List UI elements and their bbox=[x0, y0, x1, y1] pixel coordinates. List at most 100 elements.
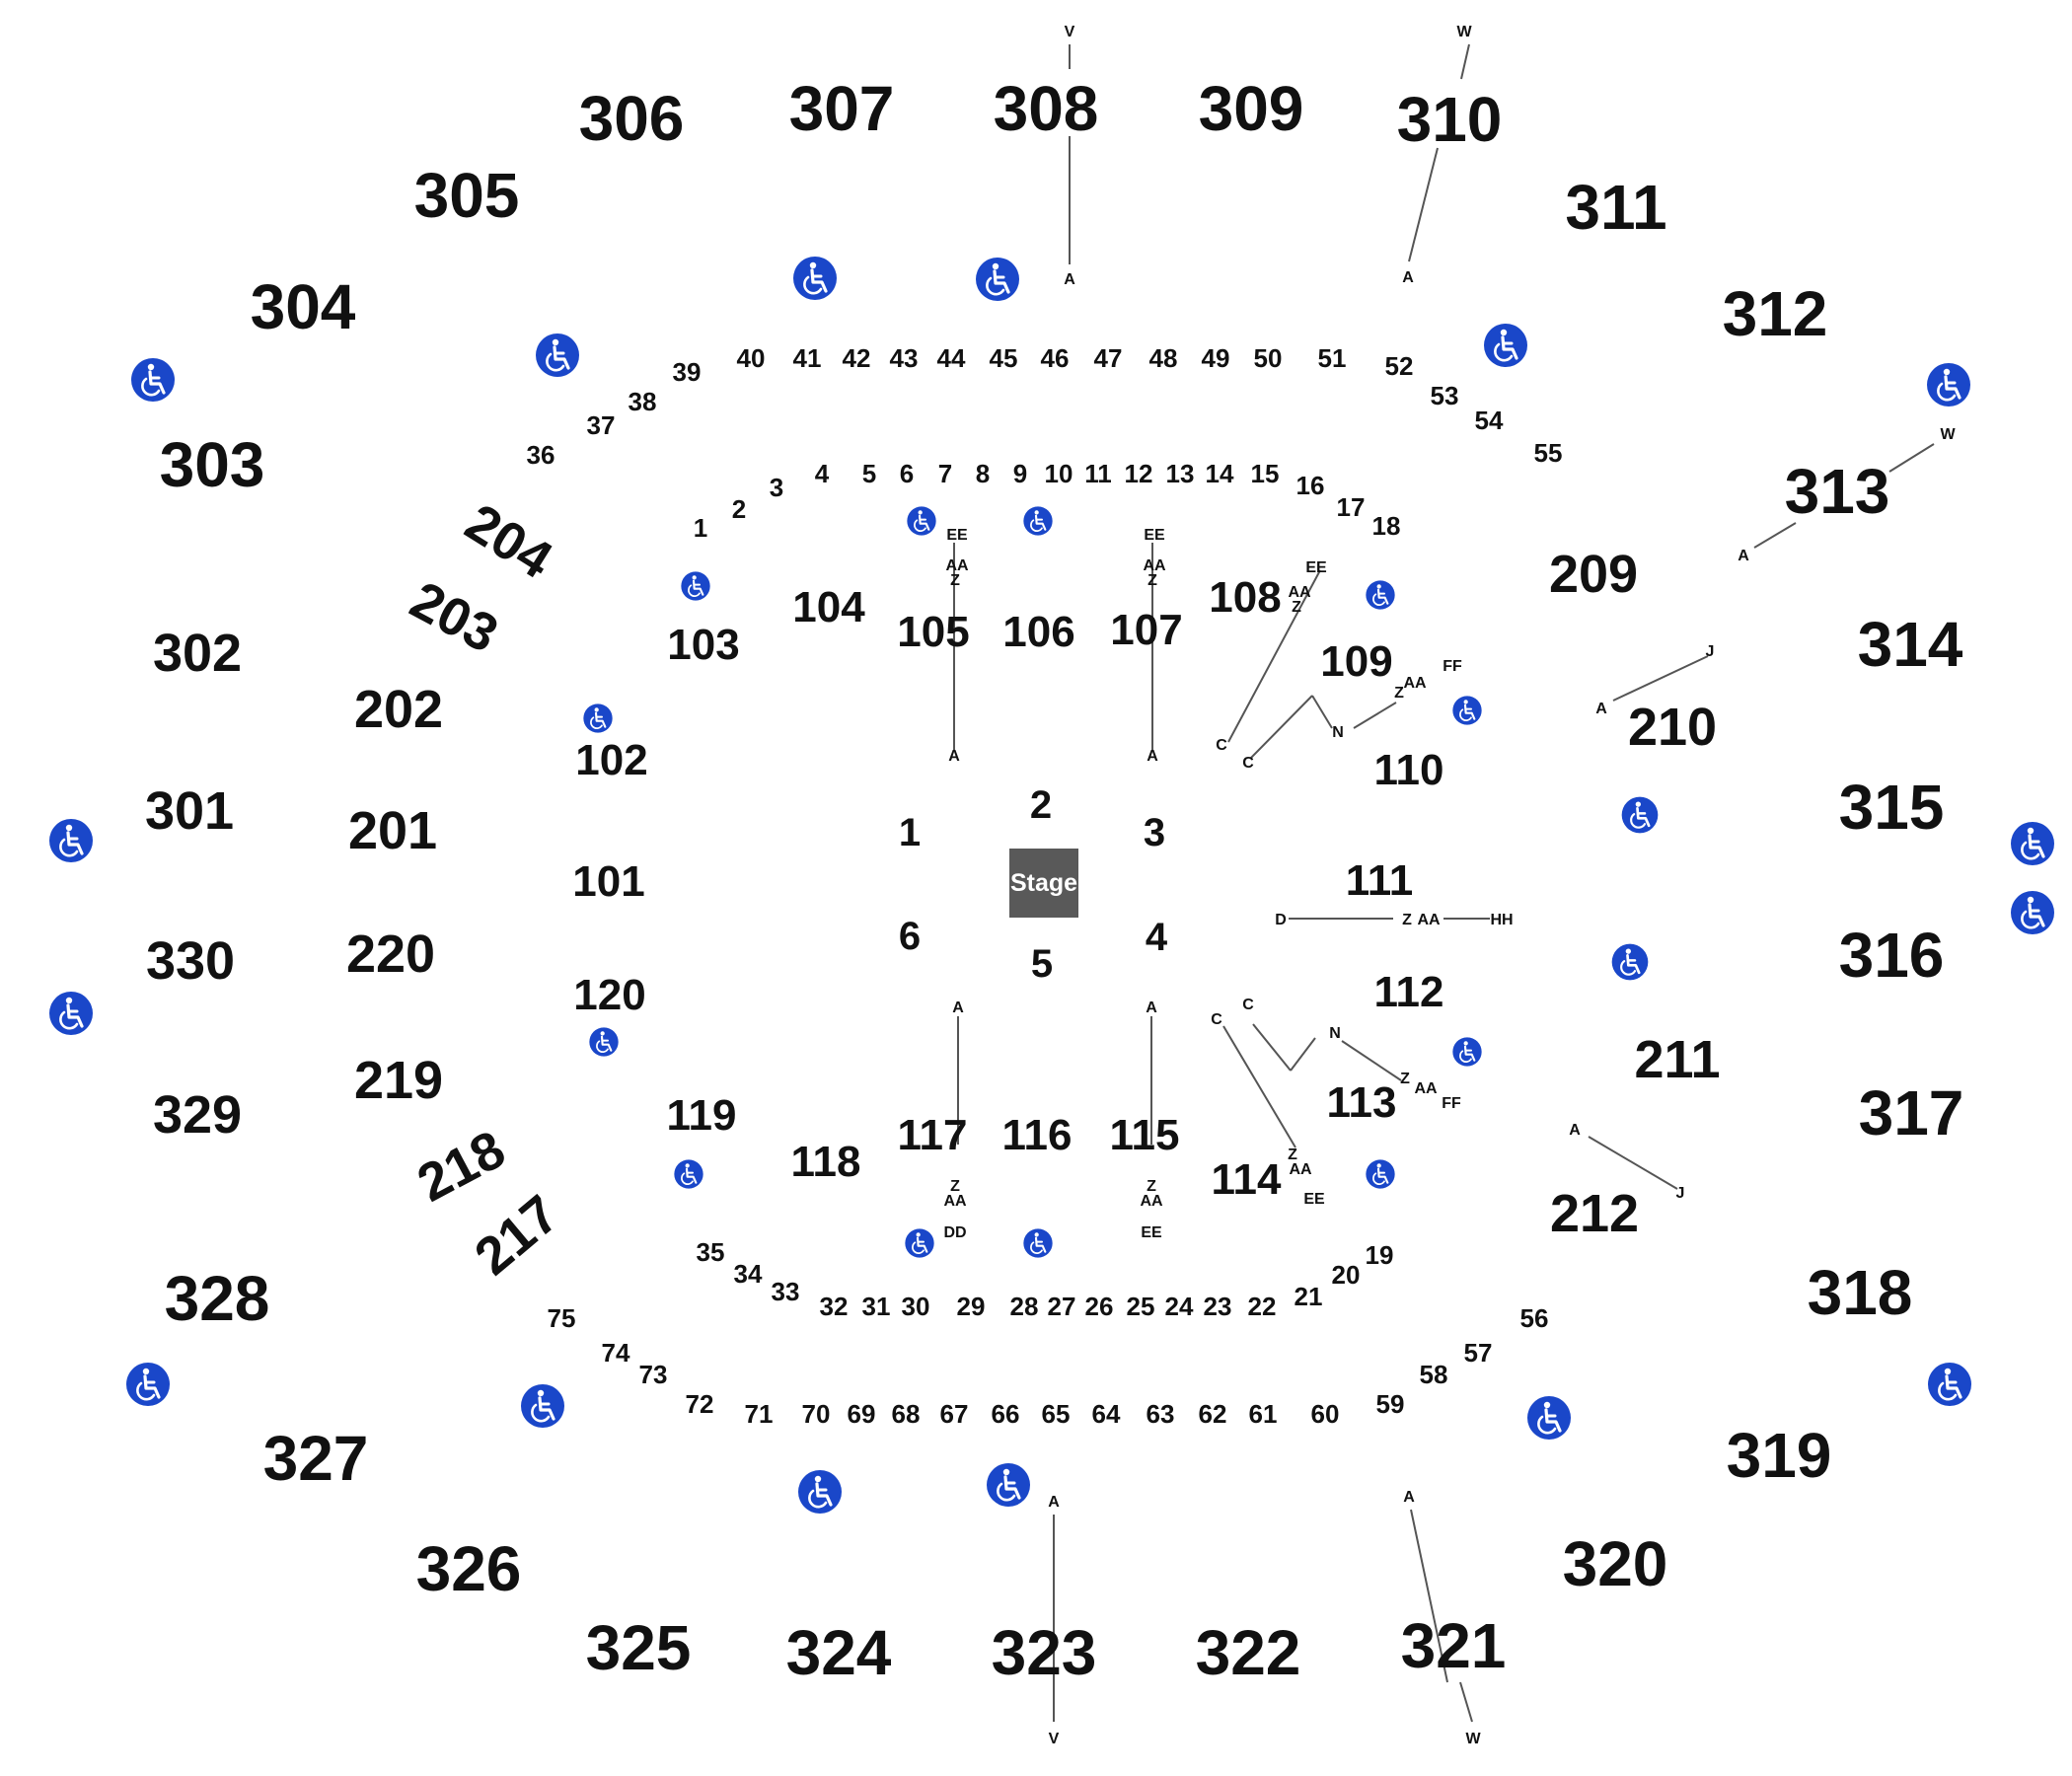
wheelchair-icon[interactable] bbox=[534, 332, 581, 379]
section-112[interactable]: 112 bbox=[1374, 968, 1444, 1016]
section-219[interactable]: 219 bbox=[354, 1051, 443, 1110]
wheelchair-icon[interactable] bbox=[1620, 795, 1660, 835]
section-106[interactable]: 106 bbox=[1002, 608, 1074, 656]
ring-number: 53 bbox=[1431, 381, 1459, 410]
wheelchair-icon[interactable] bbox=[673, 1158, 704, 1190]
section-314[interactable]: 314 bbox=[1858, 609, 1963, 680]
section-109[interactable]: 109 bbox=[1320, 637, 1392, 686]
section-202[interactable]: 202 bbox=[354, 680, 443, 739]
section-211[interactable]: 211 bbox=[1634, 1030, 1720, 1089]
wheelchair-icon[interactable] bbox=[985, 1461, 1032, 1509]
floor-section-6[interactable]: 6 bbox=[899, 915, 921, 958]
section-209[interactable]: 209 bbox=[1549, 545, 1638, 604]
wheelchair-icon[interactable] bbox=[47, 990, 95, 1037]
section-102[interactable]: 102 bbox=[575, 736, 647, 784]
wheelchair-icon[interactable] bbox=[588, 1026, 620, 1058]
section-317[interactable]: 317 bbox=[1859, 1077, 1964, 1148]
section-117[interactable]: 117 bbox=[898, 1111, 968, 1159]
wheelchair-icon[interactable] bbox=[582, 703, 614, 734]
section-212[interactable]: 212 bbox=[1550, 1184, 1639, 1243]
wheelchair-icon[interactable] bbox=[1926, 1361, 1973, 1408]
section-310[interactable]: 310 bbox=[1397, 84, 1503, 155]
section-302[interactable]: 302 bbox=[153, 624, 242, 683]
section-324[interactable]: 324 bbox=[786, 1617, 892, 1688]
section-312[interactable]: 312 bbox=[1723, 278, 1828, 349]
section-313[interactable]: 313 bbox=[1785, 456, 1890, 527]
section-321[interactable]: 321 bbox=[1401, 1610, 1507, 1681]
wheelchair-icon[interactable] bbox=[906, 505, 937, 537]
section-103[interactable]: 103 bbox=[667, 621, 739, 669]
floor-section-1[interactable]: 1 bbox=[899, 811, 921, 854]
section-204[interactable]: 204 bbox=[456, 492, 562, 590]
section-118[interactable]: 118 bbox=[791, 1138, 861, 1186]
section-107[interactable]: 107 bbox=[1110, 606, 1182, 654]
section-210[interactable]: 210 bbox=[1628, 698, 1717, 757]
section-316[interactable]: 316 bbox=[1839, 920, 1945, 991]
section-203[interactable]: 203 bbox=[401, 570, 507, 664]
section-323[interactable]: 323 bbox=[992, 1617, 1097, 1688]
section-325[interactable]: 325 bbox=[586, 1612, 692, 1683]
section-322[interactable]: 322 bbox=[1196, 1617, 1301, 1688]
section-327[interactable]: 327 bbox=[263, 1423, 369, 1494]
section-115[interactable]: 115 bbox=[1110, 1111, 1180, 1159]
wheelchair-icon[interactable] bbox=[1610, 942, 1650, 982]
floor-section-3[interactable]: 3 bbox=[1144, 811, 1165, 854]
section-108[interactable]: 108 bbox=[1209, 573, 1281, 622]
section-105[interactable]: 105 bbox=[897, 608, 969, 656]
section-320[interactable]: 320 bbox=[1563, 1528, 1668, 1599]
section-101[interactable]: 101 bbox=[572, 857, 644, 906]
section-306[interactable]: 306 bbox=[579, 83, 685, 154]
wheelchair-icon[interactable] bbox=[47, 817, 95, 864]
wheelchair-icon[interactable] bbox=[796, 1468, 844, 1516]
wheelchair-icon[interactable] bbox=[1482, 322, 1529, 369]
section-328[interactable]: 328 bbox=[165, 1263, 270, 1334]
section-111[interactable]: 111 bbox=[1346, 856, 1414, 905]
section-330[interactable]: 330 bbox=[146, 931, 235, 991]
section-120[interactable]: 120 bbox=[573, 971, 645, 1019]
section-104[interactable]: 104 bbox=[792, 583, 865, 631]
section-311[interactable]: 311 bbox=[1565, 172, 1666, 243]
section-301[interactable]: 301 bbox=[145, 781, 234, 841]
section-326[interactable]: 326 bbox=[416, 1533, 522, 1604]
section-308[interactable]: 308 bbox=[994, 73, 1099, 144]
wheelchair-icon[interactable] bbox=[904, 1227, 935, 1259]
wheelchair-icon[interactable] bbox=[1925, 361, 1972, 408]
wheelchair-icon[interactable] bbox=[124, 1361, 172, 1408]
section-307[interactable]: 307 bbox=[789, 73, 895, 144]
floor-section-2[interactable]: 2 bbox=[1030, 783, 1052, 827]
section-217[interactable]: 217 bbox=[464, 1184, 570, 1287]
section-201[interactable]: 201 bbox=[348, 801, 437, 860]
floor-section-5[interactable]: 5 bbox=[1031, 942, 1053, 986]
section-220[interactable]: 220 bbox=[346, 925, 435, 984]
section-119[interactable]: 119 bbox=[667, 1091, 737, 1140]
wheelchair-icon[interactable] bbox=[1022, 505, 1054, 537]
wheelchair-icon[interactable] bbox=[1365, 579, 1396, 611]
wheelchair-icon[interactable] bbox=[1451, 1036, 1483, 1068]
wheelchair-icon[interactable] bbox=[1365, 1158, 1396, 1190]
wheelchair-icon[interactable] bbox=[974, 256, 1021, 303]
wheelchair-icon[interactable] bbox=[1525, 1394, 1573, 1442]
section-309[interactable]: 309 bbox=[1199, 73, 1304, 144]
wheelchair-icon[interactable] bbox=[1022, 1227, 1054, 1259]
section-113[interactable]: 113 bbox=[1327, 1078, 1397, 1127]
section-303[interactable]: 303 bbox=[160, 429, 265, 500]
ring-number: 42 bbox=[843, 343, 871, 373]
section-329[interactable]: 329 bbox=[153, 1085, 242, 1145]
section-218[interactable]: 218 bbox=[408, 1119, 515, 1213]
section-318[interactable]: 318 bbox=[1808, 1257, 1913, 1328]
section-304[interactable]: 304 bbox=[251, 271, 356, 342]
wheelchair-icon[interactable] bbox=[680, 570, 711, 602]
wheelchair-icon[interactable] bbox=[519, 1382, 566, 1430]
section-114[interactable]: 114 bbox=[1212, 1155, 1283, 1204]
wheelchair-icon[interactable] bbox=[2009, 820, 2056, 867]
wheelchair-icon[interactable] bbox=[129, 356, 177, 404]
wheelchair-icon[interactable] bbox=[2009, 889, 2056, 936]
section-110[interactable]: 110 bbox=[1374, 746, 1444, 794]
wheelchair-icon[interactable] bbox=[791, 255, 839, 302]
wheelchair-icon[interactable] bbox=[1451, 695, 1483, 726]
section-319[interactable]: 319 bbox=[1727, 1420, 1832, 1491]
section-305[interactable]: 305 bbox=[414, 160, 520, 231]
floor-section-4[interactable]: 4 bbox=[1146, 916, 1168, 959]
section-315[interactable]: 315 bbox=[1839, 772, 1945, 843]
section-116[interactable]: 116 bbox=[1002, 1111, 1073, 1159]
